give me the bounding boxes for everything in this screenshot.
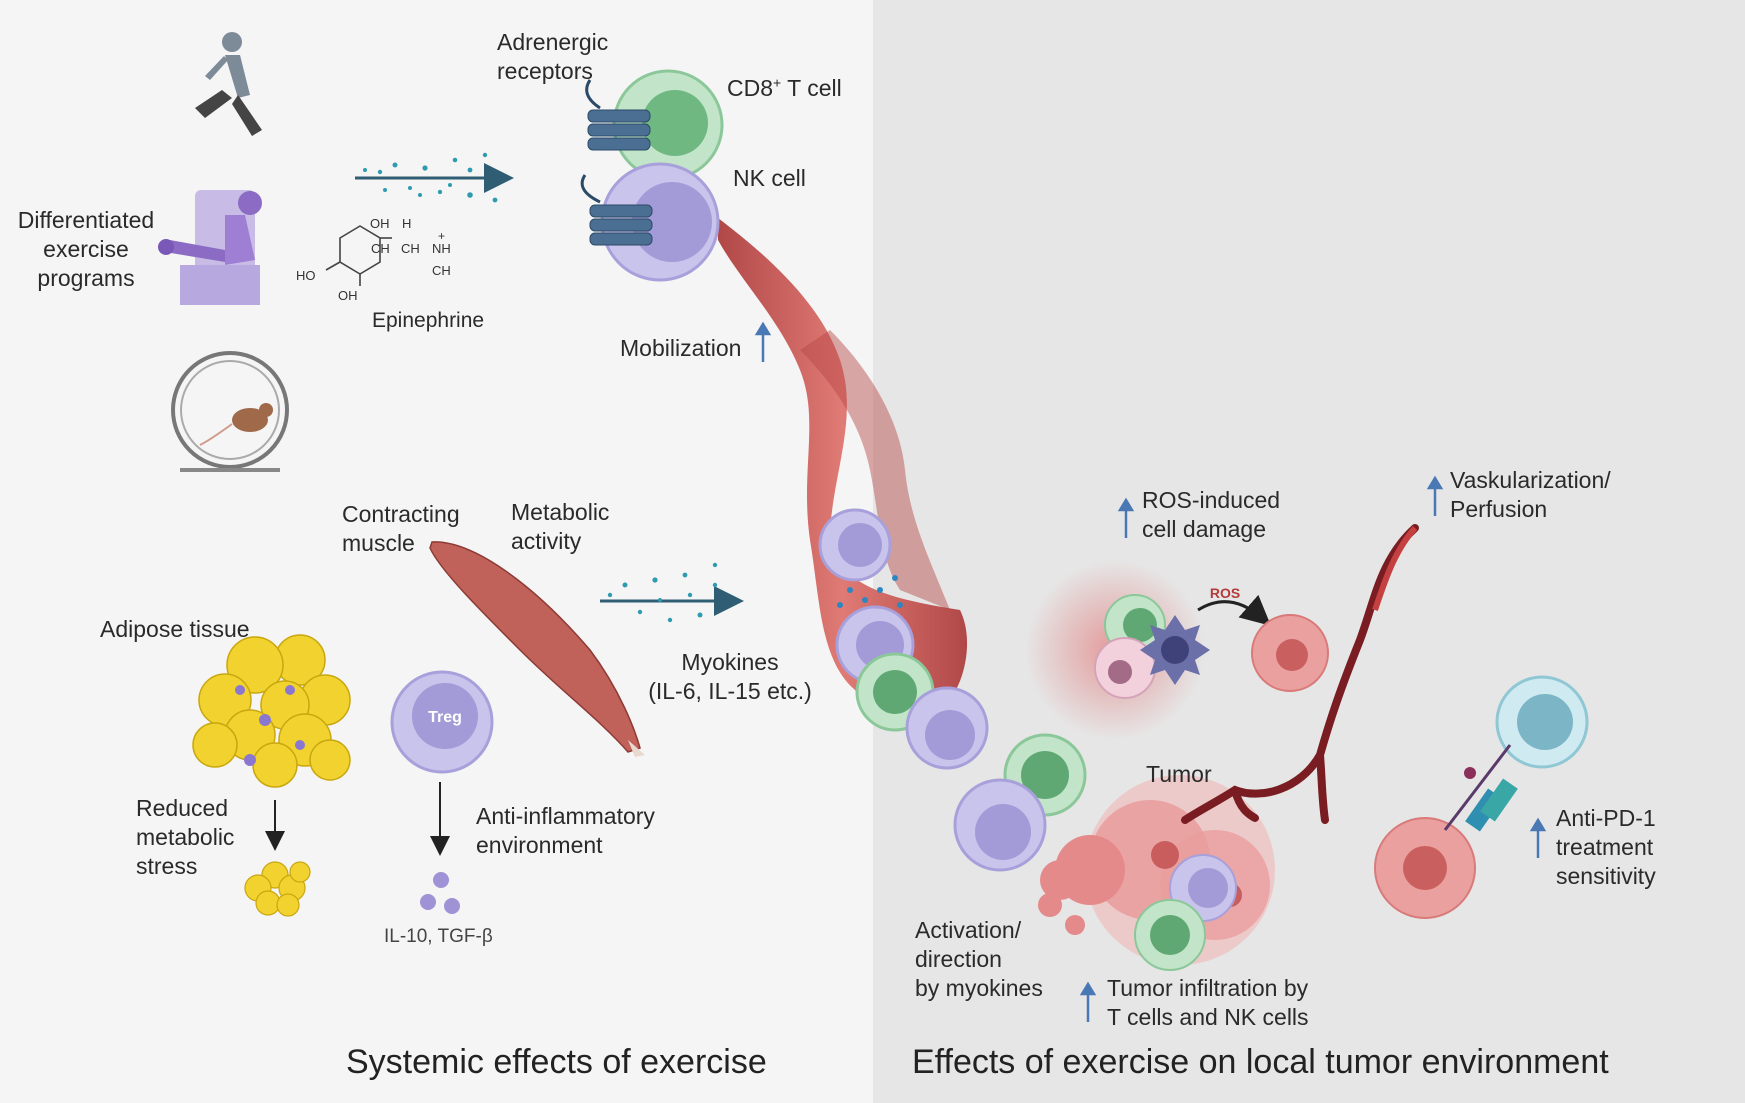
- adipose-tissue-icon: [192, 634, 351, 788]
- runner-icon: [195, 32, 262, 136]
- cd8-t-cell: [612, 69, 724, 181]
- pd1-t-cell: [1495, 675, 1589, 769]
- footer-systemic: Systemic effects of exercise: [346, 1043, 767, 1081]
- mobilization-label: Mobilization: [620, 335, 742, 361]
- treg-cell: [390, 670, 494, 774]
- anti-pd1-antibody-icon: [1443, 744, 1518, 832]
- footer-tumor: Effects of exercise on local tumor envir…: [912, 1043, 1609, 1081]
- ros-arrow: [1197, 594, 1272, 626]
- epinephrine-label: Epinephrine: [372, 309, 485, 332]
- cd8-t-cell-label: CD8+ T cell: [727, 74, 842, 101]
- treg-label: Treg: [428, 709, 462, 726]
- svg-text:+: +: [438, 229, 445, 243]
- tumor-environment-panel: [873, 0, 1745, 1103]
- il10-tgfb-label: IL-10, TGF-β: [384, 926, 493, 947]
- svg-text:OH: OH: [370, 216, 390, 231]
- blood-vessel: [718, 218, 968, 713]
- contracting-muscle-label: Contracting muscle: [342, 501, 460, 556]
- nk-cell-vessel-1: [818, 508, 892, 582]
- up-arrow-icons: [754, 321, 1547, 1022]
- tumor-vessel-highlight: [1372, 525, 1418, 611]
- hamster-wheel-icon: [171, 351, 289, 472]
- nk-cell-top: [600, 162, 720, 282]
- muscle-tendon: [628, 740, 645, 757]
- svg-text:CH: CH: [371, 241, 390, 256]
- anti-pd1-label: Anti-PD-1 treatment sensitivity: [1556, 805, 1656, 889]
- tumor-infiltration-label: Tumor infiltration by T cells and NK cel…: [1107, 975, 1309, 1030]
- pd1-tumor-cell: [1374, 817, 1476, 919]
- vessel-inner: [800, 330, 950, 610]
- vascularization-label: Vaskularization/ Perfusion: [1450, 467, 1611, 522]
- metabolic-activity-label: Metabolic activity: [511, 499, 610, 554]
- activation-label: Activation/ direction by myokines: [915, 917, 1043, 1001]
- svg-text:OH: OH: [338, 288, 358, 303]
- adrenergic-receptors-label: Adrenergic receptors: [497, 29, 609, 84]
- svg-text:CH: CH: [401, 241, 420, 256]
- svg-text:HO: HO: [296, 268, 316, 283]
- adipose-immune-cells: [235, 685, 305, 766]
- myokines-label: Myokines (IL-6, IL-15 etc.): [648, 649, 812, 704]
- epinephrine-arrow: [355, 152, 514, 203]
- svg-text:NH: NH: [432, 241, 451, 256]
- epinephrine-labels: OH H CH CH NH + CH HO OH: [296, 216, 451, 303]
- tumor-vessel: [1181, 524, 1419, 824]
- exercise-machine-icon: [158, 190, 262, 305]
- ros-damage-label: ROS-induced cell damage: [1142, 487, 1281, 542]
- small-adipose-icon: [244, 861, 311, 917]
- tumor-t-cell: [1134, 899, 1206, 971]
- anti-inflammatory-label: Anti-inflammatory environment: [476, 803, 655, 858]
- ros-label: ROS: [1210, 585, 1240, 601]
- nk-cell-vessel-3: [905, 686, 989, 770]
- svg-text:CH: CH: [432, 263, 451, 278]
- differentiated-programs-label: Differentiated exercise programs: [17, 207, 155, 291]
- reduced-stress-label: Reduced metabolic stress: [136, 795, 235, 879]
- epinephrine-molecule: [325, 225, 392, 286]
- dendritic-cell-icon: [1140, 615, 1210, 685]
- nk-cell-label: NK cell: [733, 165, 806, 191]
- nk-cell-vessel-4: [953, 778, 1047, 872]
- adrenergic-receptor-icon: [580, 79, 653, 246]
- damaged-tumor-cell: [1251, 614, 1329, 692]
- myokines-arrow: [600, 562, 744, 623]
- tumor-label: Tumor: [1146, 761, 1212, 787]
- svg-text:H: H: [402, 216, 411, 231]
- cytokine-dots: [420, 872, 460, 914]
- adipose-tissue-label: Adipose tissue: [100, 616, 250, 642]
